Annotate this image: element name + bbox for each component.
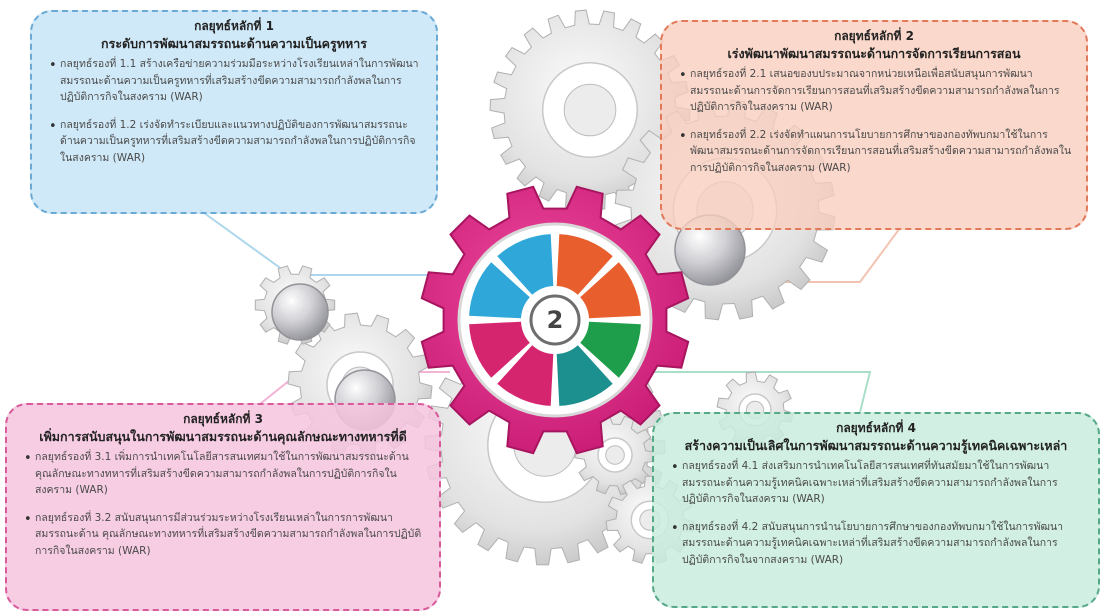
center-badge	[529, 294, 581, 346]
strategy-box-4: กลยุทธ์หลักที่ 4 สร้างความเป็นเลิศในการพ…	[652, 412, 1100, 608]
sub-strategy-item: กลยุทธ์รองที่ 1.1 สร้างเครือข่ายความร่วม…	[49, 56, 422, 105]
strategy-title: กลยุทธ์หลักที่ 3	[183, 412, 263, 426]
strategy-title: กลยุทธ์หลักที่ 2	[834, 29, 914, 43]
wheel-segment	[580, 321, 641, 378]
sub-strategy-list: กลยุทธ์รองที่ 1.1 สร้างเครือข่ายความร่วม…	[46, 56, 422, 166]
sub-strategy-item: กลยุทธ์รองที่ 3.1 เพิ่มการนำเทคโนโลยีสาร…	[24, 449, 425, 498]
sub-strategy-item: กลยุทธ์รองที่ 3.2 สนับสนุนการมีส่วนร่วมร…	[24, 510, 425, 559]
grey-gear	[489, 9, 691, 211]
wheel-segment	[497, 234, 554, 295]
sub-strategy-item: กลยุทธ์รองที่ 2.2 เร่งจัดทำแผนการนโยบายก…	[679, 127, 1072, 176]
wheel-segment	[497, 345, 554, 406]
strategy-box-2: กลยุทธ์หลักที่ 2 เร่งพัฒนาพัฒนาสมรรถนะด้…	[660, 20, 1088, 230]
sub-strategy-item: กลยุทธ์รองที่ 4.2 สนับสนุนการนำนโยบายการ…	[671, 519, 1084, 568]
sub-strategy-item: กลยุทธ์รองที่ 4.1 ส่งเสริมการนำเทคโนโลยี…	[671, 458, 1084, 507]
wheel-segment	[556, 234, 613, 295]
main-pink-gear: 2	[420, 185, 690, 455]
wheel-segment	[469, 321, 530, 378]
sub-strategy-list: กลยุทธ์รองที่ 3.1 เพิ่มการนำเทคโนโลยีสาร…	[21, 449, 425, 559]
glass-orb	[271, 283, 329, 341]
sub-strategy-list: กลยุทธ์รองที่ 4.1 ส่งเสริมการนำเทคโนโลยี…	[668, 458, 1084, 568]
center-number: 2	[547, 306, 564, 334]
strategy-subtitle: เร่งพัฒนาพัฒนาสมรรถนะด้านการจัดการเรียนก…	[727, 45, 1021, 61]
strategy-subtitle: สร้างความเป็นเลิศในการพัฒนาสมรรถนะด้านคว…	[684, 437, 1068, 453]
strategy-box-3: กลยุทธ์หลักที่ 3 เพิ่มการสนับสนุนในการพั…	[5, 403, 441, 611]
sub-strategy-item: กลยุทธ์รองที่ 2.1 เสนอของบประมาณจากหน่วย…	[679, 66, 1072, 115]
strategy-box-1: กลยุทธ์หลักที่ 1 กระดับการพัฒนาสมรรถนะด้…	[30, 10, 438, 214]
sub-strategy-item: กลยุทธ์รองที่ 1.2 เร่งจัดทำระเบียบและแนว…	[49, 117, 422, 166]
strategy-subtitle: เพิ่มการสนับสนุนในการพัฒนาสมรรถนะด้านคุณ…	[39, 428, 407, 444]
strategy-title: กลยุทธ์หลักที่ 4	[836, 421, 916, 435]
wheel-segment	[580, 262, 641, 319]
strategy-subtitle: กระดับการพัฒนาสมรรถนะด้านความเป็นครูทหาร	[101, 35, 367, 51]
sub-strategy-list: กลยุทธ์รองที่ 2.1 เสนอของบประมาณจากหน่วย…	[676, 66, 1072, 176]
wheel-segment	[469, 262, 530, 319]
strategy-title: กลยุทธ์หลักที่ 1	[194, 19, 274, 33]
wheel-segment	[556, 345, 613, 406]
